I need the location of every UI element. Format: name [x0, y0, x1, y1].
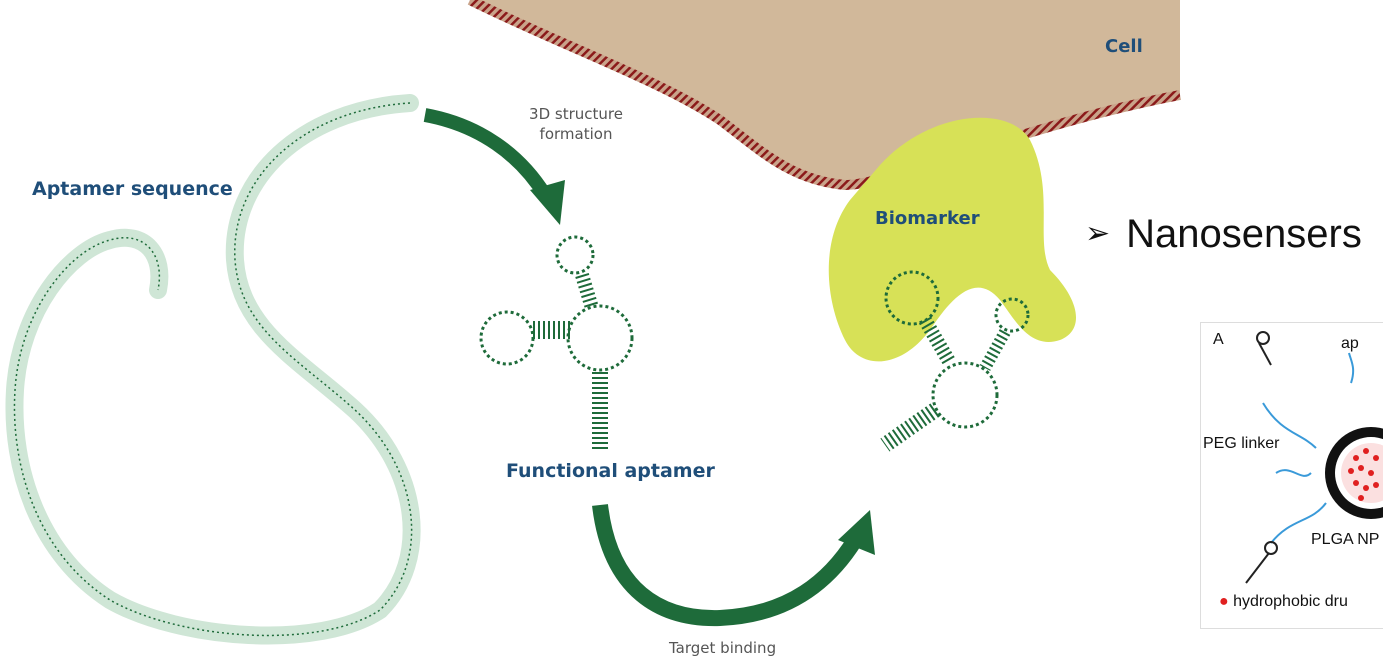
functional-aptamer-structure: [481, 237, 632, 450]
bullet-text: Nanosensers: [1126, 212, 1362, 256]
biomarker-label: Biomarker: [875, 208, 980, 229]
target-binding-label: Target binding: [669, 638, 776, 658]
nanoparticle-graphic: [1201, 323, 1383, 628]
cell-label: Cell: [1105, 36, 1143, 57]
structure-formation-line1: 3D structure: [526, 104, 626, 124]
aptamer-sequence-label: Aptamer sequence: [32, 178, 233, 200]
nanoparticle-inset: A ap PEG linker PLGA NP ● hydrophobic dr…: [1200, 322, 1383, 629]
structure-formation-label: 3D structure formation: [526, 104, 626, 144]
functional-aptamer-label: Functional aptamer: [506, 460, 715, 482]
bullet-arrow-icon: ➢: [1085, 217, 1110, 250]
nanosensers-bullet: ➢ Nanosensers: [1085, 212, 1362, 257]
arrow-target-binding: [600, 505, 875, 618]
structure-formation-line2: formation: [526, 124, 626, 144]
cell-body: [470, 0, 1180, 185]
